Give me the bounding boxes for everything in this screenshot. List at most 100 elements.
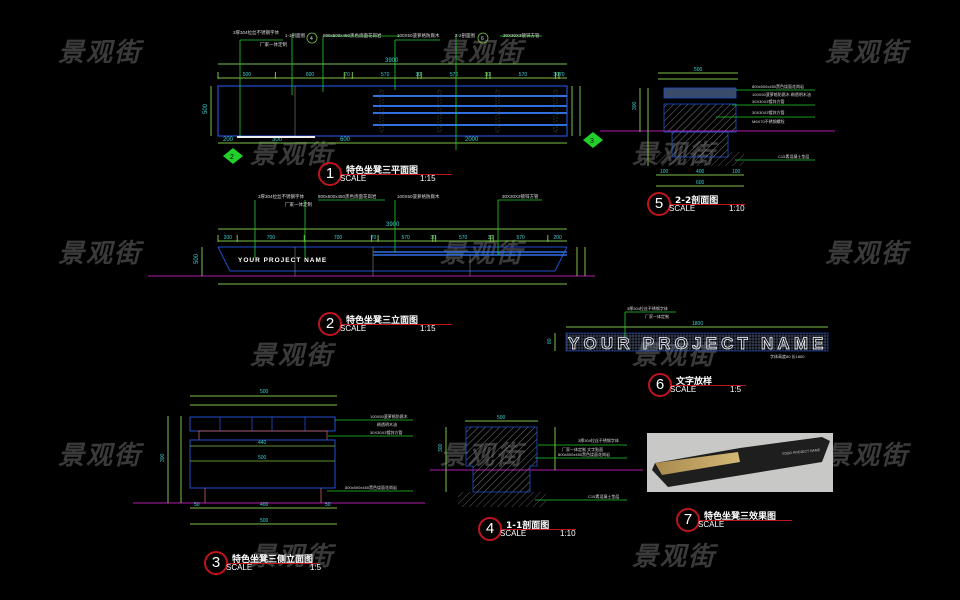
dim-text: 500	[260, 389, 269, 395]
scale-value: 1:15	[420, 324, 436, 333]
callout: 100X50菠萝格防腐木 刷透明木油	[752, 91, 811, 97]
dim-text: 50	[325, 502, 331, 508]
drawing-number: 7	[676, 508, 700, 532]
dim-text: 570	[381, 72, 390, 78]
dim-text: 50	[194, 502, 200, 508]
scale-label: SCALE	[669, 204, 696, 213]
dim-text: 30	[484, 72, 490, 78]
callout: 100X50菠萝格防腐木	[397, 193, 440, 200]
dim-text: 100	[660, 169, 669, 175]
callout: 30X30X3镀锌方管	[370, 429, 402, 435]
dim-text: 200	[553, 235, 562, 241]
scale-value: 1:5	[730, 385, 742, 394]
bench-render: YOUR PROJECT NAME	[647, 433, 833, 492]
dim-text: 500	[260, 518, 269, 524]
dim-text: 2000	[465, 137, 479, 143]
callout: 30X30X3镀锌方管	[502, 193, 539, 200]
dim-text: 500	[243, 72, 252, 78]
callout: C15素混凝土垫层	[588, 493, 619, 499]
scale-label: SCALE	[670, 385, 697, 394]
scale-label: SCALE	[500, 529, 527, 538]
svg-text:4: 4	[310, 36, 313, 42]
drawing-title: 2-2剖面图	[675, 196, 719, 206]
callout: 3厚304拉丝不锈钢字体	[627, 305, 668, 311]
dim-text: 3900	[385, 58, 399, 64]
svg-text:3: 3	[590, 138, 594, 145]
dim-text: 300	[438, 443, 444, 452]
svg-text:6: 6	[481, 36, 484, 42]
callout: 30X30X3镀锌方管	[503, 32, 540, 39]
callout: 800x500x450黑色烧面花岗岩	[318, 193, 377, 200]
elevation-top-dims: 200700700705703057030570200	[217, 235, 562, 242]
drawing-number: 6	[648, 373, 672, 397]
callout: 3厚304拉丝不锈钢字体	[578, 437, 619, 443]
callout: 100X50菠萝格防腐木	[397, 32, 440, 39]
drawing-number: 2	[318, 312, 342, 336]
dim-text: 500	[258, 455, 267, 461]
dim-text: 200	[224, 235, 233, 241]
dim-text: 570	[519, 72, 528, 78]
drawing-title: 特色坐凳三平面图	[346, 166, 419, 176]
drawing-number: 4	[478, 517, 502, 541]
callout: C15素混凝土垫层	[778, 153, 809, 159]
dim-text: 30	[415, 72, 421, 78]
dim-text: 600	[306, 72, 315, 78]
dim-text: 300	[632, 101, 638, 110]
scale-label: SCALE	[226, 563, 253, 572]
callout: 字体高度80 长1800	[770, 353, 805, 359]
dim-text: 500	[203, 103, 209, 114]
scale-value: 1:15	[420, 174, 436, 183]
dim-text: 1800	[692, 321, 703, 327]
callout: 800x500x450黑色烧面花岗岩	[752, 83, 804, 89]
drawing-number: 3	[204, 551, 228, 575]
dim-text: 300	[160, 453, 166, 462]
callout: 800x500x450黑色烧面花岗岩	[345, 484, 397, 490]
dim-text: 600	[696, 180, 705, 186]
callout: 30X30X3镀锌方管	[752, 98, 784, 104]
lettering-text: YOUR PROJECT NAME	[568, 334, 826, 353]
drawing-number: 5	[647, 192, 671, 216]
dim-text: 570	[450, 72, 459, 78]
scale-label: SCALE	[698, 520, 725, 529]
dim-text: 700	[334, 235, 343, 241]
callout: 刷透明木油	[377, 421, 397, 427]
scale-label: SCALE	[340, 174, 367, 183]
dim-text: 100	[732, 169, 741, 175]
dim-text: 700	[267, 235, 276, 241]
lettering-layout: 1800 80 YOUR PROJECT NAME 3厚304拉丝不锈钢字体 厂…	[547, 305, 829, 359]
callout: 1-1剖面图	[285, 32, 306, 39]
dim-text: 70	[371, 235, 377, 241]
dim-text: 570	[459, 235, 468, 241]
drawing-title: 特色坐凳三侧立面图	[232, 555, 314, 565]
callout: 厂家一体定制	[260, 41, 287, 48]
callout: 2-2剖面图	[455, 32, 476, 39]
dim-text: 400	[696, 169, 705, 175]
dim-text: 3900	[386, 222, 400, 228]
callout: 3厚304拉丝不锈钢字体	[258, 193, 305, 200]
dim-text: 440	[258, 440, 267, 446]
section-2-2: 500 300 100 400 100 600 800x500x450黑色烧面花…	[600, 67, 835, 187]
dim-text: 70	[344, 72, 350, 78]
dim-text: 70	[559, 72, 565, 78]
scale-label: SCALE	[340, 324, 367, 333]
callout: 800x500x450黑色烧面花岗岩	[323, 32, 382, 39]
dim-text: 570	[401, 235, 410, 241]
drawing-title: 文字放样	[676, 377, 713, 387]
dim-text: 200	[223, 137, 234, 143]
callout: M6X70不锈钢螺栓	[752, 118, 785, 124]
dim-text: 500	[694, 67, 703, 73]
callout: 3厚304拉丝不锈钢字体	[233, 29, 280, 36]
scale-value: 1:5	[310, 563, 322, 572]
scale-value: 1:10	[729, 204, 745, 213]
dim-text: 400	[260, 502, 269, 508]
dim-text: 500	[497, 415, 506, 421]
render-plate-text: YOUR PROJECT NAME	[782, 448, 821, 456]
dim-text: 300	[272, 137, 283, 143]
dim-text: 30	[553, 72, 559, 78]
drawing-number: 1	[318, 162, 342, 186]
callout: 厂家一体定制 文字贴面	[562, 446, 603, 452]
callout: 30X30X3镀锌方管	[752, 109, 784, 115]
dim-text: 570	[516, 235, 525, 241]
